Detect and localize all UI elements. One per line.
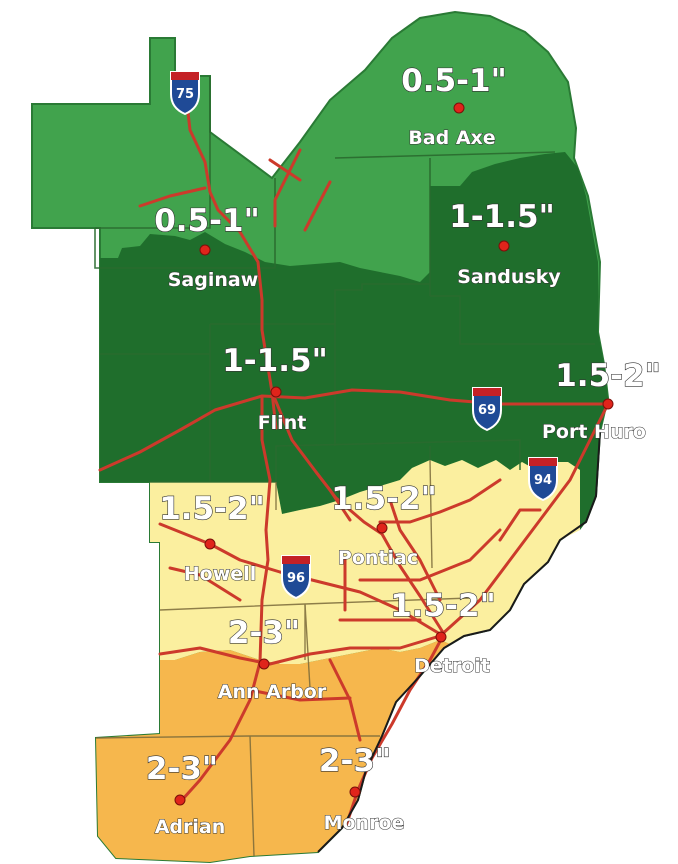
amount-label-monroe: 2-3"	[319, 743, 391, 779]
interstate-shield-icon	[528, 457, 558, 502]
amount-label-sandusky: 1-1.5"	[449, 199, 555, 235]
amount-labels: 0.5-1" 0.5-1" 1-1.5" 1-1.5" 1.5-2" 1.5-2…	[145, 62, 661, 787]
shield-i94-number: 94	[534, 473, 552, 488]
amount-label-adrian: 2-3"	[146, 751, 218, 787]
city-dot-saginaw	[199, 244, 211, 256]
city-dot-flint	[270, 386, 282, 398]
shield-i96-number: 96	[287, 571, 305, 586]
shoreline	[317, 431, 601, 853]
county-lines	[94, 76, 595, 483]
amount-label-flint: 1-1.5"	[222, 343, 328, 379]
city-dot-port-huron	[602, 398, 614, 410]
city-dot-howell	[204, 538, 216, 550]
city-label-adrian: Adrian	[155, 816, 226, 838]
city-label-saginaw: Saginaw	[168, 269, 259, 291]
interstate-shield-icon	[472, 387, 502, 432]
shield-i94: 94	[528, 457, 558, 502]
amount-label-saginaw: 0.5-1"	[154, 203, 260, 239]
city-dots	[174, 102, 614, 806]
amount-label-detroit: 1.5-2"	[390, 588, 496, 624]
city-label-ann-arbor: Ann Arbor	[218, 681, 327, 703]
city-label-monroe: Monroe	[324, 812, 405, 834]
amount-label-port-huron: 1.5-2"	[555, 358, 661, 394]
city-labels: Bad Axe Saginaw Sandusky Flint Port Huro…	[154, 127, 646, 839]
city-label-sandusky: Sandusky	[457, 266, 561, 288]
city-dot-ann-arbor	[258, 658, 270, 670]
city-dot-adrian	[174, 794, 186, 806]
shield-i69-number: 69	[478, 403, 496, 418]
shield-i75: 75	[170, 71, 200, 116]
zone-orange	[96, 640, 450, 862]
city-label-port-huron: Port Huro	[542, 421, 646, 443]
shield-i75-number: 75	[176, 87, 194, 102]
city-dot-sandusky	[498, 240, 510, 252]
amount-label-howell: 1.5-2"	[159, 491, 265, 527]
shield-i96: 96	[281, 555, 311, 600]
city-dot-pontiac	[376, 522, 388, 534]
city-label-pontiac: Pontiac	[338, 547, 418, 569]
city-dot-detroit	[435, 631, 447, 643]
amount-label-bad-axe: 0.5-1"	[401, 63, 507, 99]
city-dot-monroe	[349, 786, 361, 798]
city-label-detroit: Detroit	[414, 655, 490, 677]
county-lines-south	[95, 459, 471, 857]
roads	[98, 84, 610, 828]
interstate-shield-icon	[170, 71, 200, 116]
zone-pale-yellow	[150, 460, 580, 664]
interstate-shield-icon	[281, 555, 311, 600]
shield-i69: 69	[472, 387, 502, 432]
city-dot-bad-axe	[453, 102, 465, 114]
amount-label-ann-arbor: 2-3"	[228, 615, 300, 651]
city-label-howell: Howell	[184, 563, 256, 585]
city-label-bad-axe: Bad Axe	[408, 127, 495, 149]
amount-label-pontiac: 1.5-2"	[331, 481, 437, 517]
zone-dark-green	[100, 152, 608, 530]
city-label-flint: Flint	[258, 412, 307, 434]
